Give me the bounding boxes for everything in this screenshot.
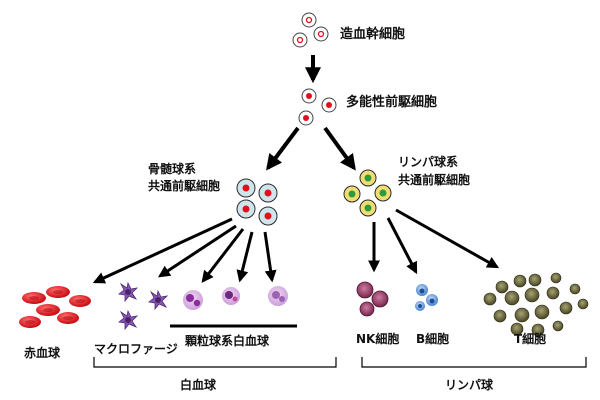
- nk-cell: [359, 301, 375, 317]
- macrophage: [148, 289, 169, 311]
- clp-cell: [374, 184, 392, 202]
- erythrocyte-label: 赤血球: [24, 345, 61, 360]
- cmp-cell: [258, 183, 278, 203]
- lymphocyte-bracket: [361, 357, 587, 368]
- erythrocyte: [22, 292, 46, 304]
- t-cell: [546, 286, 560, 300]
- lymphocyte-group-label: リンパ球: [445, 377, 494, 392]
- arrow-cmp-to-granulocyte-2: [236, 231, 254, 283]
- granulocyte: [268, 286, 288, 306]
- b-cell: [416, 284, 428, 296]
- clp-cell: [359, 169, 377, 187]
- t-cell: [495, 280, 509, 294]
- t-cell: [513, 274, 527, 288]
- mpp-cell: [321, 97, 337, 113]
- mpp-cell-cluster: [298, 88, 337, 126]
- mpp-cell: [298, 110, 314, 126]
- clp-cell: [343, 185, 361, 203]
- macrophage: [118, 281, 139, 303]
- macrophage: [118, 309, 139, 331]
- arrow-clp-to-t: [395, 208, 500, 269]
- cmp-label-line1: 骨髄球系: [148, 161, 196, 176]
- hsc-label: 造血幹細胞: [340, 26, 405, 42]
- erythrocyte: [19, 316, 41, 328]
- t-cell: [550, 272, 562, 284]
- nk-cell: [371, 290, 389, 308]
- nk-cell-label: NK細胞: [356, 331, 399, 346]
- hsc-cell: [301, 12, 317, 28]
- t-cell: [577, 298, 589, 310]
- t-cell: [514, 307, 530, 323]
- cmp-cell-cluster: [236, 178, 278, 226]
- t-cell: [559, 301, 573, 315]
- hsc-cell-cluster: [292, 12, 329, 48]
- erythrocyte-cluster: [19, 286, 91, 328]
- b-cell-label: B細胞: [416, 331, 449, 346]
- t-cell: [524, 287, 540, 303]
- t-cell: [534, 304, 550, 320]
- t-cell: [531, 323, 545, 337]
- macrophage-cluster: [118, 281, 169, 331]
- t-cell-label: T細胞: [514, 331, 546, 346]
- t-cell: [493, 309, 507, 323]
- cmp-cell: [258, 206, 278, 226]
- arrow-mpp-to-clp: [323, 126, 356, 171]
- hsc-cell: [292, 32, 308, 48]
- t-cell-cluster: [483, 272, 589, 337]
- hsc-cell: [313, 26, 329, 42]
- arrow-cmp-to-macrophage: [157, 224, 237, 278]
- erythrocyte: [36, 304, 60, 316]
- nk-cell-cluster: [356, 281, 389, 317]
- t-cell: [510, 322, 524, 336]
- cmp-cell: [236, 199, 256, 219]
- macrophage-label: マクロファージ: [94, 342, 178, 356]
- granulocyte: [222, 287, 240, 305]
- arrow-cmp-to-granulocyte-1: [201, 228, 245, 283]
- t-cell: [552, 320, 564, 332]
- b-cell-cluster: [415, 284, 438, 311]
- clp-cell: [359, 199, 377, 217]
- nk-cell: [356, 281, 374, 299]
- leukocyte-bracket: [93, 357, 337, 368]
- arrow-mpp-to-cmp: [266, 126, 300, 171]
- arrow-cmp-to-granulocyte-3: [263, 231, 277, 283]
- granulocyte-cluster: [183, 286, 288, 310]
- b-cell: [415, 301, 425, 311]
- t-cell: [569, 283, 581, 295]
- clp-cell-cluster: [343, 169, 392, 217]
- b-cell: [426, 294, 438, 306]
- erythrocyte: [69, 295, 91, 307]
- erythrocyte: [57, 312, 79, 324]
- granulocyte: [183, 290, 203, 310]
- arrow-cmp-to-erythrocyte: [92, 217, 233, 284]
- granulocyte-label: 顆粒球系白血球: [185, 333, 270, 348]
- clp-label-line2: 共通前駆細胞: [398, 172, 470, 187]
- t-cell: [528, 273, 542, 287]
- cmp-cell: [236, 178, 256, 198]
- mpp-cell: [301, 88, 317, 104]
- arrow-clp-to-b: [386, 217, 418, 275]
- cmp-label-line2: 共通前駆細胞: [148, 178, 220, 193]
- erythrocyte: [46, 286, 70, 298]
- leukocyte-group-label: 白血球: [180, 377, 217, 392]
- clp-label-line1: リンパ球系: [398, 154, 458, 169]
- mpp-label: 多能性前駆細胞: [346, 94, 437, 110]
- t-cell: [483, 292, 497, 306]
- t-cell: [504, 290, 520, 306]
